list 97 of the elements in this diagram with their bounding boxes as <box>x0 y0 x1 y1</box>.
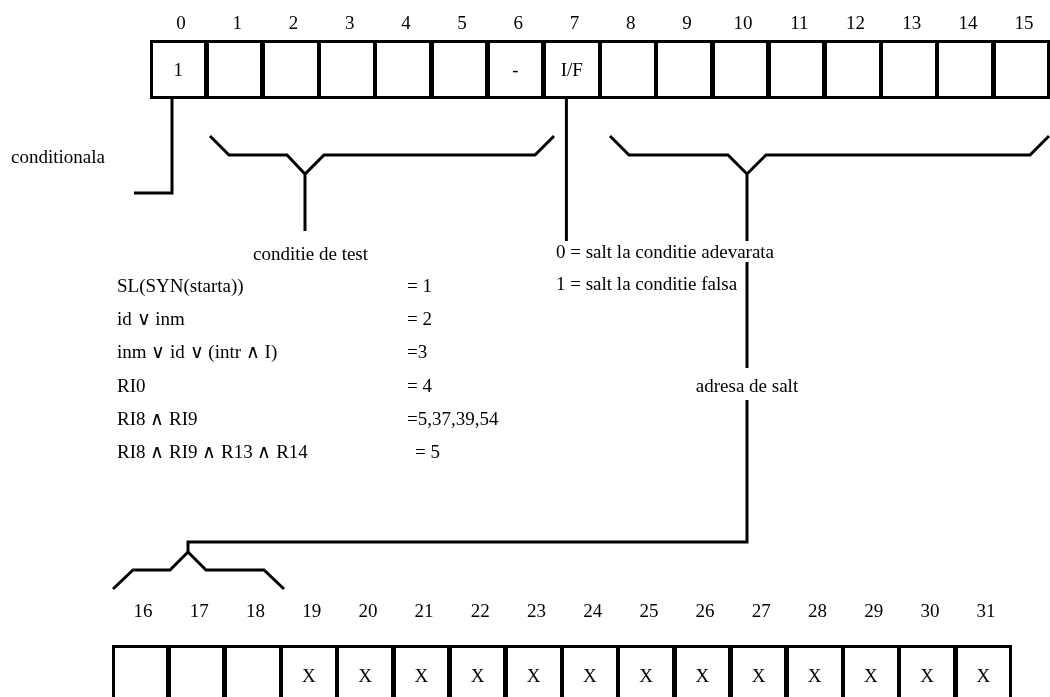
bit-cell <box>205 40 264 99</box>
bit-cell <box>280 645 338 697</box>
bit-cell <box>767 40 826 99</box>
bit-value: X <box>358 665 372 685</box>
bit-cell <box>430 40 489 99</box>
bit-cell <box>167 645 226 697</box>
bit-number: 0 <box>176 12 186 33</box>
bit-number: 8 <box>625 12 636 33</box>
bit-number: 29 <box>864 600 884 621</box>
bit-number: 25 <box>639 600 659 621</box>
bit-cell <box>111 645 170 697</box>
table-text: inm ∨ id ∨ (intr ∧ I) <box>117 341 278 363</box>
bit-cell <box>655 40 713 99</box>
bit-value: X <box>526 665 541 685</box>
bit-number: 27 <box>751 600 771 621</box>
bit-number: 19 <box>302 600 322 621</box>
bit-value: 1 <box>173 60 184 79</box>
bit-number: 24 <box>583 600 603 621</box>
bit-cell <box>374 40 432 99</box>
bit-number: 31 <box>976 600 996 621</box>
bit-cell <box>318 40 376 99</box>
bit-cell <box>392 645 451 697</box>
table-text: RI0 <box>117 374 146 396</box>
bit-value: X <box>302 665 316 685</box>
bit-value: X <box>583 665 597 685</box>
bit-number: 2 <box>288 12 299 33</box>
table-text: id ∨ inm <box>117 308 185 330</box>
field-label: adresa de salt <box>695 375 799 396</box>
bit-cell <box>617 645 675 697</box>
bit-cell <box>561 645 619 697</box>
bit-number: 16 <box>133 600 153 621</box>
table-text: = 5 <box>415 441 440 462</box>
table-text: = 1 <box>407 275 432 296</box>
bit-cell <box>880 40 938 99</box>
table-text: RI8 ∧ RI9 ∧ R13 ∧ R14 <box>117 441 308 462</box>
bit-number: 17 <box>189 600 209 621</box>
bit-cell <box>542 40 601 99</box>
bit-value: X <box>470 665 485 685</box>
bit-value: X <box>807 665 822 685</box>
bit-cell <box>936 40 994 99</box>
bit-number: 7 <box>569 12 580 33</box>
bit-number: 22 <box>470 600 490 621</box>
bit-number: 10 <box>733 12 753 33</box>
bit-number: 4 <box>401 12 411 33</box>
bit-value: X <box>976 665 991 685</box>
bit-value: X <box>920 665 934 685</box>
bit-value: X <box>414 665 429 685</box>
bit-cell <box>673 645 732 697</box>
bit-number: 11 <box>790 12 809 33</box>
table-text: =5,37,39,54 <box>407 407 499 429</box>
bit-cell <box>486 40 545 99</box>
bit-number: 21 <box>414 600 434 621</box>
table-text: RI8 ∧ RI9 <box>117 407 198 429</box>
bit-cell <box>729 645 788 697</box>
bit-cell <box>823 40 882 99</box>
bit-cell <box>711 40 770 99</box>
bit-cell <box>785 645 844 697</box>
bit-cell <box>599 40 657 99</box>
bit-number: 9 <box>682 12 692 33</box>
bit-cell <box>992 40 1050 99</box>
bit-number: 12 <box>846 12 865 33</box>
bit-value: X <box>751 665 766 685</box>
bit-number: 1 <box>232 12 243 33</box>
bit-number: 13 <box>902 12 922 33</box>
bit-value: I/F <box>560 60 583 79</box>
bit-number: 3 <box>344 12 355 33</box>
table-text: = 2 <box>407 308 432 330</box>
bit-value: X <box>695 665 710 685</box>
bit-cell <box>336 645 394 697</box>
bit-cell <box>954 645 1013 697</box>
annotation-text: 0 = salt la conditie adevarata <box>556 241 775 262</box>
bit-cell <box>223 645 282 697</box>
bit-number: 23 <box>527 600 546 621</box>
leader-line <box>564 98 568 241</box>
bit-number: 5 <box>457 12 467 33</box>
leader-line <box>134 98 174 195</box>
bit-value: X <box>639 665 653 685</box>
bit-number: 26 <box>695 600 715 621</box>
bit-number: 20 <box>358 600 378 621</box>
bit-cell <box>149 40 208 99</box>
bit-number: 6 <box>513 12 524 33</box>
table-text: SL(SYN(starta)) <box>117 275 244 296</box>
bit-number: 15 <box>1014 12 1034 33</box>
bit-cell <box>898 645 956 697</box>
bit-number: 18 <box>246 600 265 621</box>
table-text: =3 <box>407 341 428 363</box>
table-text: = 4 <box>407 374 432 396</box>
bit-cell <box>448 645 507 697</box>
field-label: conditie de test <box>253 243 369 264</box>
bit-number: 28 <box>808 600 827 621</box>
bit-number: 30 <box>920 600 940 621</box>
bit-cell <box>842 645 900 697</box>
bit-cell <box>261 40 320 99</box>
bit-cell <box>504 645 563 697</box>
bit-number: 14 <box>958 12 978 33</box>
bit-value: X <box>864 665 878 685</box>
bit-value: - <box>512 60 519 79</box>
